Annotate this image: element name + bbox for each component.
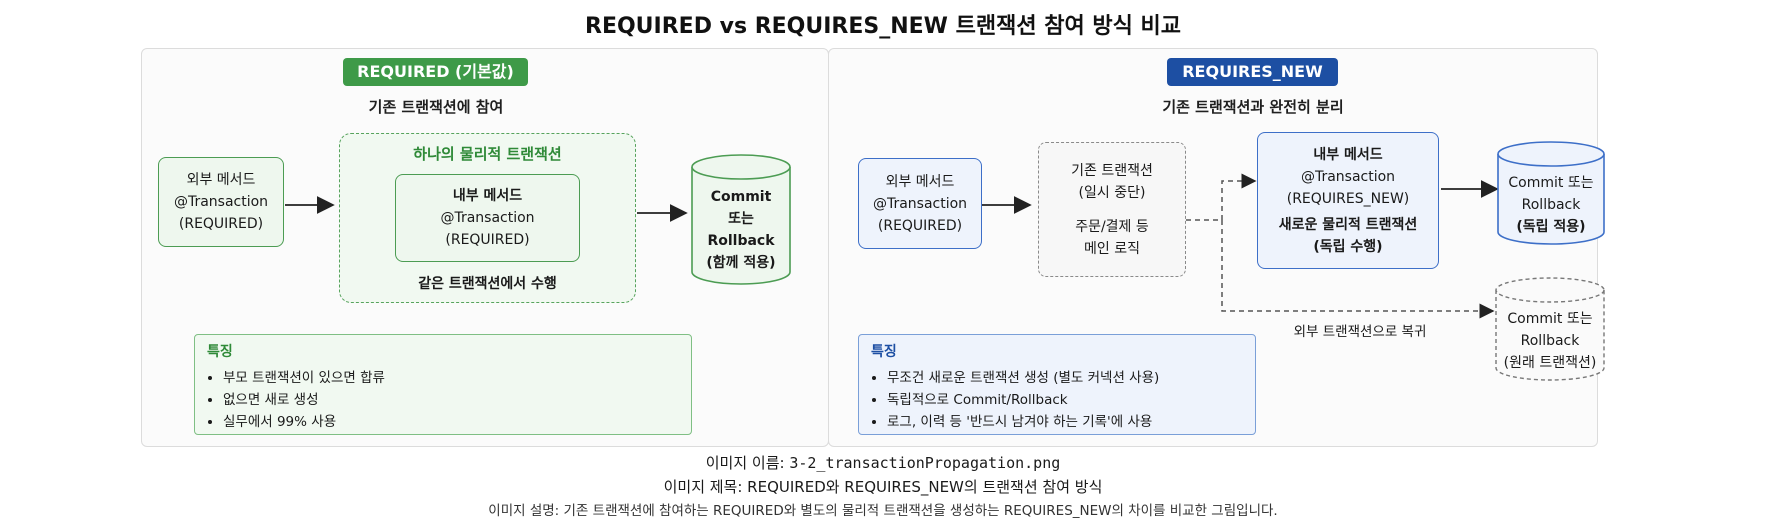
existing-line2: (일시 중단) [1078,184,1146,201]
features-title: 특징 [207,344,233,360]
requires-new-subtitle: 기존 트랜잭션과 완전히 분리 [1162,98,1344,116]
feature-item: 실무에서 99% 사용 [223,411,679,433]
db-new-line3: (독립 적용) [1516,219,1586,235]
required-subtitle: 기존 트랜잭션에 참여 [368,98,504,116]
inner-method-annotation: @Transaction [440,210,535,226]
db-cylinder-new [1497,141,1605,245]
new-physical-transaction: 새로운 물리적 트랜잭션 [1278,216,1418,233]
existing-transaction-suspended: 기존 트랜잭션 (일시 중단) 주문/결제 등 메인 로직 [1038,142,1186,277]
group-note: 같은 트랜잭션에서 수행 [418,276,557,292]
feature-item: 로그, 이력 등 '반드시 남겨야 하는 기록'에 사용 [887,411,1243,433]
inner-method-annotation: @Transaction [1300,168,1396,185]
inner-method-propagation: (REQUIRED) [445,232,530,248]
db-orig-line3: (원래 트랜잭션) [1503,355,1597,371]
group-label: 하나의 물리적 트랜잭션 [413,145,562,163]
outer-method-propagation: (REQUIRED) [877,217,963,234]
caption-name-value: 3-2_transactionPropagation.png [789,454,1061,472]
existing-line1: 기존 트랜잭션 [1071,162,1153,179]
inner-method-label: 내부 메서드 [1313,146,1383,163]
inner-method-label: 내부 메서드 [452,188,523,204]
db-orig-line2: Rollback [1520,333,1580,349]
required-badge: REQUIRED (기본값) [343,58,528,86]
db-left-line1: Commit [710,189,772,205]
return-label: 외부 트랜잭션으로 복귀 [1293,324,1427,340]
caption-image-name: 이미지 이름: 3-2_transactionPropagation.png [0,452,1766,473]
diagram-title: REQUIRED vs REQUIRES_NEW 트랜잭션 참여 방식 비교 [585,14,1181,39]
feature-item: 독립적으로 Commit/Rollback [887,389,1243,411]
arrow-to-inner-new [1221,173,1257,220]
db-left-line3: Rollback [707,233,775,249]
db-left-label: Commit 또는 Rollback (함께 적용) [692,182,790,278]
requires-new-features: 특징 무조건 새로운 트랜잭션 생성 (별도 커넥션 사용) 독립적으로 Com… [858,334,1256,435]
db-cylinder-original [1495,277,1605,381]
arrow-return-outer [1221,220,1495,319]
outer-method-propagation: (REQUIRED) [178,216,264,232]
db-cylinder-left [691,154,791,285]
caption-image-title: 이미지 제목: REQUIRED와 REQUIRES_NEW의 트랜잭션 참여 … [663,478,1103,496]
independent-execution: (독립 수행) [1313,238,1383,255]
db-new-line2: Rollback [1521,197,1581,213]
feature-item: 무조건 새로운 트랜잭션 생성 (별도 커넥션 사용) [887,367,1243,389]
existing-line4: 주문/결제 등 [1075,218,1149,235]
db-orig-line1: Commit 또는 [1507,311,1593,327]
db-new-line1: Commit 또는 [1508,175,1594,191]
requires-new-inner-method: 내부 메서드 @Transaction (REQUIRES_NEW) 새로운 물… [1257,132,1439,269]
inner-method-propagation: (REQUIRES_NEW) [1286,190,1410,207]
existing-line5: 메인 로직 [1084,240,1140,257]
required-outer-method: 외부 메서드 @Transaction (REQUIRED) [158,157,284,247]
feature-item: 없으면 새로 생성 [223,389,679,411]
features-title: 특징 [871,344,897,360]
required-features: 특징 부모 트랜잭션이 있으면 합류 없으면 새로 생성 실무에서 99% 사용 [194,334,692,435]
requires-new-badge: REQUIRES_NEW [1167,58,1338,86]
outer-method-label: 외부 메서드 [186,172,256,188]
db-original-label: Commit 또는 Rollback (원래 트랜잭션) [1496,304,1604,378]
db-left-line4: (함께 적용) [706,255,776,271]
caption-image-description: 이미지 설명: 기존 트랜잭션에 참여하는 REQUIRED와 별도의 물리적 … [488,503,1278,519]
outer-method-annotation: @Transaction [173,194,269,210]
db-left-line2: 또는 [728,211,754,227]
required-inner-method: 내부 메서드 @Transaction (REQUIRED) [395,174,580,262]
caption-name-label: 이미지 이름: [705,454,790,472]
outer-method-annotation: @Transaction [872,195,968,212]
outer-method-label: 외부 메서드 [885,173,955,190]
feature-item: 부모 트랜잭션이 있으면 합류 [223,367,679,389]
requires-new-outer-method: 외부 메서드 @Transaction (REQUIRED) [858,158,982,249]
db-new-label: Commit 또는 Rollback (독립 적용) [1498,168,1604,242]
